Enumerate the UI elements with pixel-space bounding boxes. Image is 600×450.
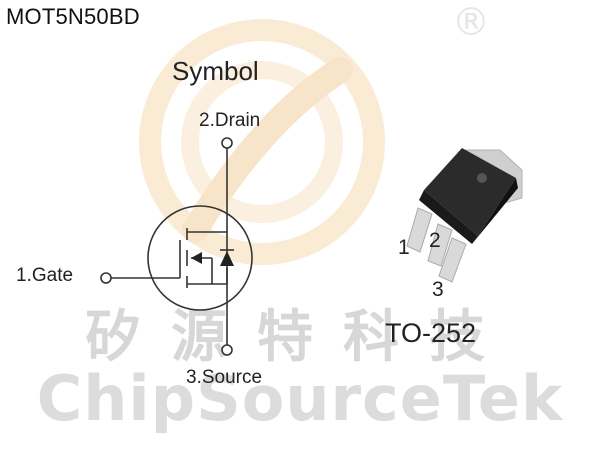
package-pin-number-2: 2 [429,229,441,252]
package-pin-number-1: 1 [398,236,410,259]
symbol-heading: Symbol [172,56,259,86]
body-arrow [191,252,202,264]
package-dimple [477,173,487,183]
package-lead-2 [427,223,453,267]
registered-mark: ® [452,0,490,44]
package-body-side [419,190,478,244]
transistor-enclosure [147,205,253,311]
gate-pin-label: 1.Gate [16,265,74,286]
package-name: TO-252 [385,318,477,348]
part-number: MOT5N50BD [6,4,140,29]
source-terminal [221,344,233,356]
drain-pin-label: 2.Drain [199,110,261,131]
package-pin-number-3: 3 [432,278,444,301]
source-pin-label: 3.Source [186,367,263,388]
package-body-edge [472,178,518,244]
watermark-english-text: ChipSourceTek [36,362,564,435]
logo-inner-ring [181,61,343,223]
package-body [424,148,516,236]
watermark-chinese-text: 矽源特科技 [85,304,515,370]
logo-swoosh [182,57,353,243]
package-lead-3 [438,237,467,283]
logo-outer-ring [139,19,385,265]
body-diode-triangle [220,251,234,266]
package-lead-1 [406,207,433,253]
